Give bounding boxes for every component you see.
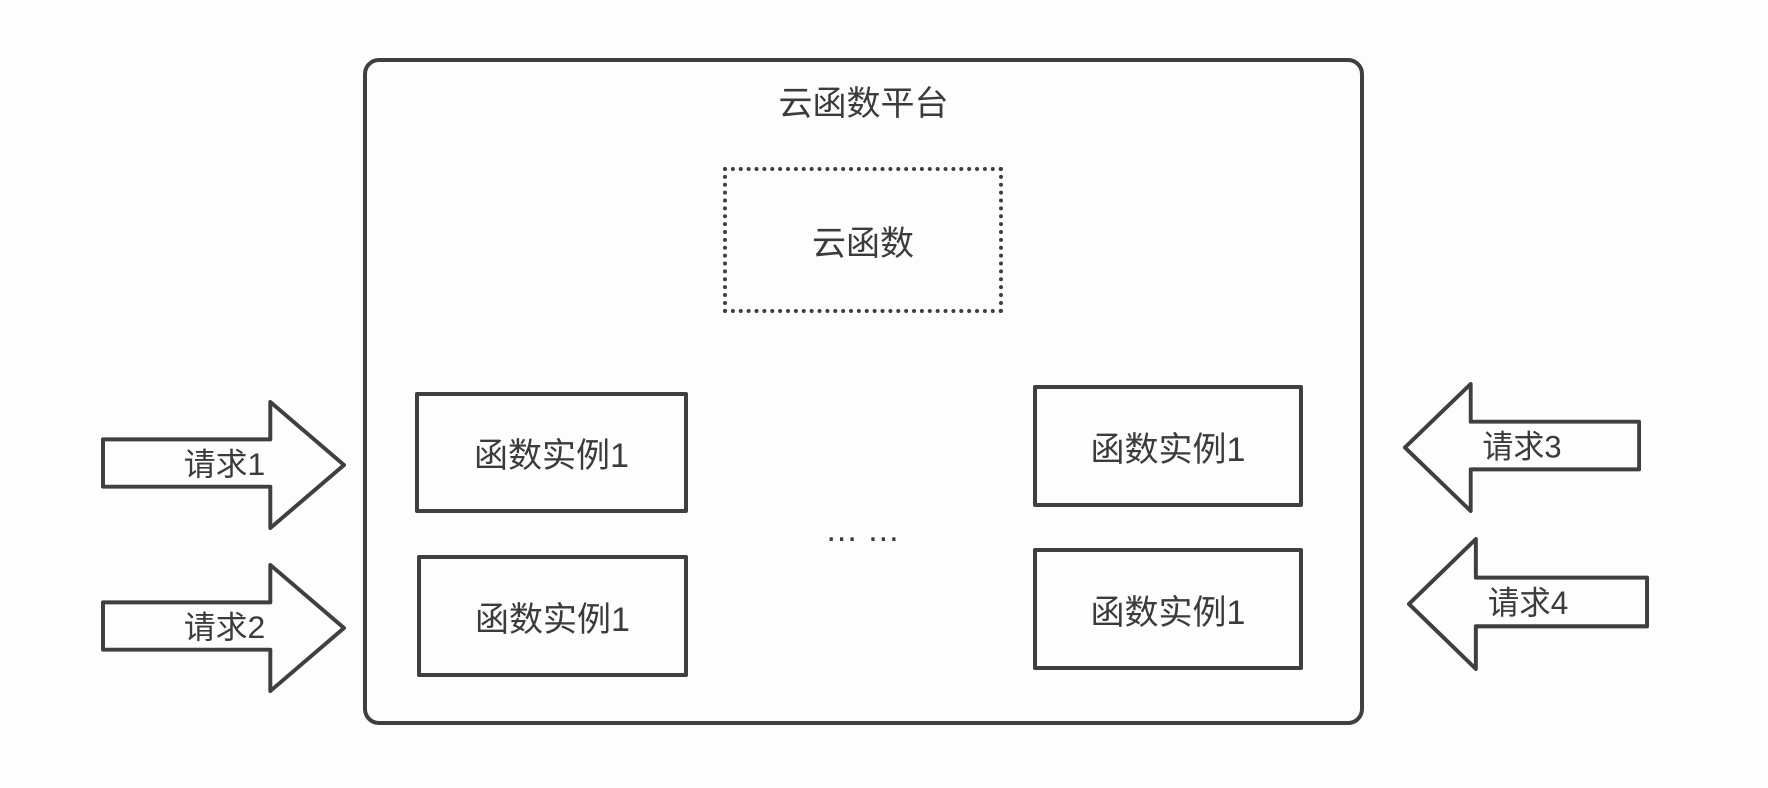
request-arrow-label: 请求1 — [184, 446, 265, 482]
right-arrow-icon: 请求2 — [100, 562, 347, 694]
request-arrow-label: 请求2 — [184, 609, 265, 645]
function-instance-box-right-2: 函数实例1 — [1033, 548, 1303, 670]
function-instance-box-right-1: 函数实例1 — [1033, 385, 1303, 507]
cloud-platform-container: 云函数平台 云函数 函数实例1 函数实例1 函数实例1 函数实例1 ... ..… — [363, 58, 1364, 725]
function-instance-box-left-2: 函数实例1 — [417, 555, 688, 677]
request-arrow-label: 请求3 — [1482, 429, 1561, 464]
function-instance-box-left-1: 函数实例1 — [415, 392, 688, 513]
cloud-function-box: 云函数 — [723, 167, 1003, 313]
request-arrow-2: 请求2 — [100, 561, 347, 695]
request-arrow-3: 请求3 — [1402, 380, 1642, 515]
platform-title: 云函数平台 — [778, 85, 949, 123]
function-instance-label: 函数实例1 — [1090, 593, 1246, 632]
function-instance-label: 函数实例1 — [1090, 430, 1246, 469]
cloud-function-label: 云函数 — [812, 224, 914, 263]
right-arrow-icon: 请求1 — [100, 399, 347, 531]
left-arrow-icon: 请求3 — [1402, 381, 1642, 514]
left-arrow-icon: 请求4 — [1406, 537, 1650, 671]
request-arrow-4: 请求4 — [1406, 535, 1650, 673]
function-instance-label: 函数实例1 — [475, 600, 630, 639]
request-arrow-1: 请求1 — [100, 398, 347, 532]
request-arrow-label: 请求4 — [1488, 585, 1568, 622]
function-instance-label: 函数实例1 — [474, 437, 629, 475]
more-instances-ellipsis: ... ... — [826, 511, 900, 549]
